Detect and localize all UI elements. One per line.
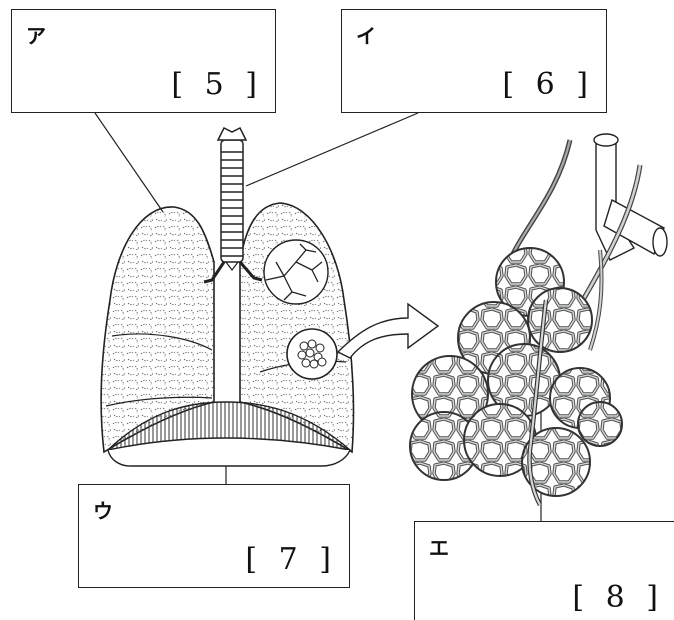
- label-number-u: [ 7 ]: [245, 542, 337, 577]
- label-box-i: イ [ 6 ]: [341, 9, 607, 113]
- leader-line-a: [95, 113, 163, 212]
- label-number-a: [ 5 ]: [171, 67, 263, 102]
- bronchial-tree: [264, 240, 328, 304]
- alveoli-inset: [287, 329, 337, 379]
- label-kana-a: ア: [26, 20, 46, 49]
- label-box-a: ア [ 5 ]: [11, 9, 276, 113]
- label-kana-i: イ: [356, 20, 376, 49]
- alveoli-enlarged: [410, 134, 667, 505]
- label-kana-e: エ: [429, 532, 449, 561]
- zoom-arrow: [338, 304, 438, 358]
- label-number-i: [ 6 ]: [502, 67, 594, 102]
- label-kana-u: ウ: [93, 495, 113, 524]
- label-box-u: ウ [ 7 ]: [78, 484, 350, 588]
- leader-line-i: [246, 113, 418, 186]
- label-number-e: [ 8 ]: [572, 580, 664, 615]
- label-box-e: エ [ 8 ]: [414, 521, 674, 620]
